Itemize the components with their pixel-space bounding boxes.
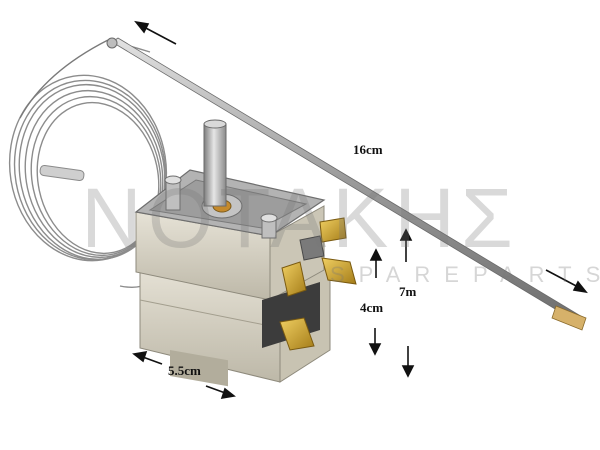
width-label: 5.5cm: [168, 363, 201, 378]
dimension-arrows: [132, 20, 588, 400]
length-label: 16cm: [353, 142, 383, 157]
brand-watermark: NOTAKHΣ: [81, 171, 519, 265]
tagline-watermark: SPAREPARTS: [330, 262, 600, 287]
height-small-label: 7m: [399, 284, 417, 299]
capillary-coil: [8, 39, 168, 288]
sensing-rod: [106, 37, 587, 331]
thermostat-body: [134, 119, 332, 387]
terminals: [279, 217, 357, 351]
arrow-head: [134, 20, 150, 34]
coil-clip: [39, 165, 85, 181]
height-body-label: 4cm: [360, 300, 384, 315]
